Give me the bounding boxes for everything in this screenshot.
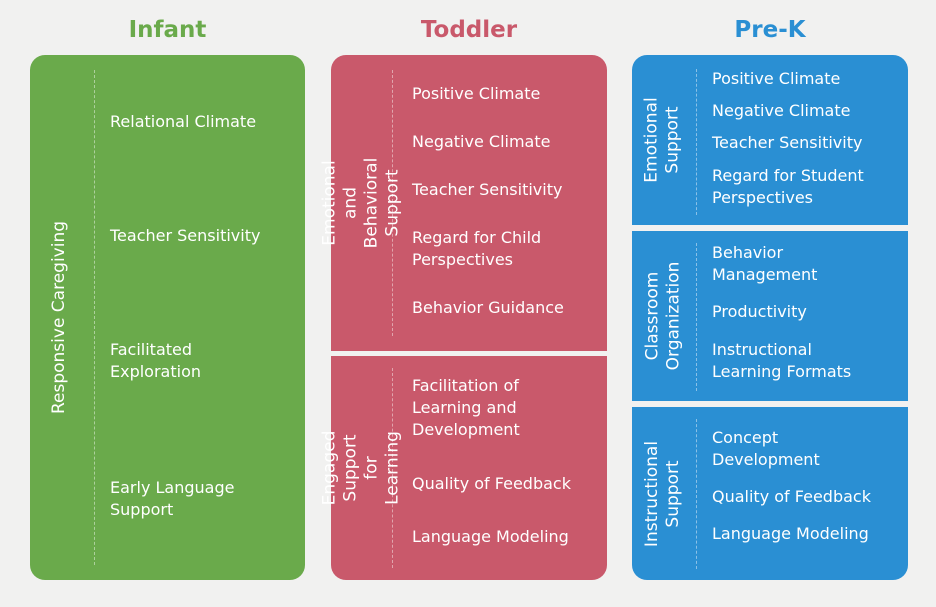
toddler-domain-1-label: Emotional and Behavioral Support <box>319 157 403 249</box>
toddler-panel-emotional: Emotional and Behavioral Support Positiv… <box>319 55 607 351</box>
toddler-domain-2-label: Engaged Support for Learning <box>319 430 403 506</box>
prek-domain-1: Emotional Support <box>632 55 694 225</box>
prek-item-language-modeling: Language Modeling <box>712 524 869 543</box>
toddler-divider-1 <box>392 70 393 336</box>
prek-item-instructional-formats: Instructional Learning Formats <box>712 340 852 381</box>
prek-item-concept-development: Concept Development <box>712 428 820 469</box>
prek-domain-2-label: Classroom Organization <box>642 261 683 371</box>
toddler-title: Toddler <box>420 17 518 43</box>
prek-panel-classroom: Classroom Organization Behavior Manageme… <box>632 231 908 401</box>
toddler-item-behavior-guidance: Behavior Guidance <box>412 298 564 317</box>
prek-divider-2 <box>696 243 697 391</box>
prek-domain-2: Classroom Organization <box>632 231 694 401</box>
prek-domain-3: Instructional Support <box>632 407 694 580</box>
toddler-domain-1: Emotional and Behavioral Support <box>319 55 402 351</box>
toddler-item-regard: Regard for Child Perspectives <box>412 228 542 269</box>
toddler-item-language-modeling: Language Modeling <box>412 527 569 546</box>
infant-panel: Responsive Caregiving Relational Climate… <box>30 55 305 580</box>
prek-item-quality-feedback: Quality of Feedback <box>712 487 871 506</box>
infant-item-3: Facilitated Exploration <box>110 340 201 381</box>
prek-panel-emotional: Emotional Support Positive Climate Negat… <box>632 55 908 225</box>
toddler-panel-engaged: Engaged Support for Learning Facilitatio… <box>319 356 607 580</box>
infant-title: Infant <box>128 17 207 43</box>
prek-title: Pre-K <box>734 17 806 43</box>
toddler-item-negative-climate: Negative Climate <box>412 132 551 151</box>
infant-item-2: Teacher Sensitivity <box>110 226 261 245</box>
prek-domain-3-label: Instructional Support <box>642 440 684 547</box>
toddler-divider-2 <box>392 368 393 568</box>
prek-item-productivity: Productivity <box>712 302 807 321</box>
prek-item-positive-climate: Positive Climate <box>712 69 841 88</box>
prek-item-negative-climate: Negative Climate <box>712 101 851 120</box>
prek-item-behavior-management: Behavior Management <box>712 243 818 284</box>
infant-item-1: Relational Climate <box>110 112 257 131</box>
toddler-domain-2: Engaged Support for Learning <box>319 356 402 580</box>
infant-domain: Responsive Caregiving <box>30 55 90 580</box>
toddler-item-teacher-sensitivity: Teacher Sensitivity <box>412 180 563 199</box>
prek-item-teacher-sensitivity: Teacher Sensitivity <box>712 133 863 152</box>
prek-panel-instructional: Instructional Support Concept Developmen… <box>632 407 908 580</box>
toddler-item-quality-feedback: Quality of Feedback <box>412 474 571 493</box>
infant-domain-label: Responsive Caregiving <box>49 220 70 415</box>
prek-divider-1 <box>696 69 697 215</box>
infant-divider <box>94 70 95 565</box>
infant-item-4: Early Language Support <box>110 478 235 519</box>
prek-divider-3 <box>696 419 697 569</box>
prek-item-regard: Regard for Student Perspectives <box>712 166 864 207</box>
prek-domain-1-label: Emotional Support <box>642 97 684 183</box>
toddler-item-facilitation: Facilitation of Learning and Development <box>412 376 520 439</box>
toddler-item-positive-climate: Positive Climate <box>412 84 541 103</box>
